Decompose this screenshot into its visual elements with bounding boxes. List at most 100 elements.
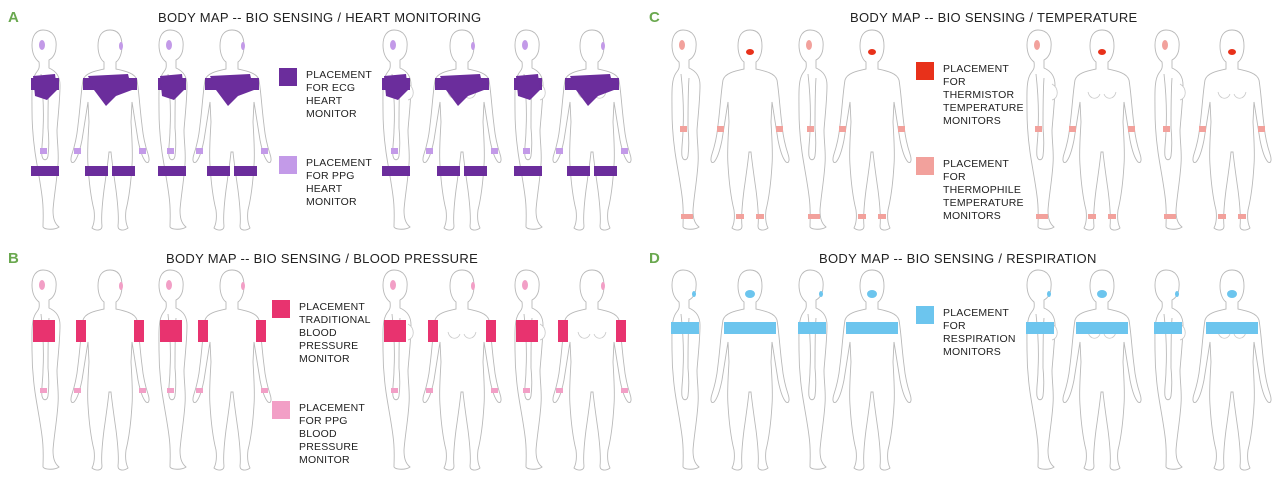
thermophile-ankle-left bbox=[736, 214, 744, 219]
bp-arm-cuff bbox=[160, 320, 182, 342]
body-figure-front bbox=[1193, 30, 1271, 230]
body-figure-side bbox=[158, 30, 187, 229]
ecg-thigh-band-left bbox=[85, 166, 108, 176]
thermophile-wrist-left bbox=[839, 126, 846, 132]
ecg-thigh-band bbox=[31, 166, 59, 176]
respiration-chest-band bbox=[671, 322, 699, 334]
thermophile-ankle-left bbox=[1088, 214, 1096, 219]
respiration-mouth-mark bbox=[867, 290, 877, 298]
ppg-ear-mark bbox=[39, 40, 45, 50]
bp-arm-cuff-left bbox=[76, 320, 86, 342]
body-silhouette bbox=[193, 270, 271, 470]
ppg-wrist-mark-left bbox=[74, 148, 81, 154]
body-figure-side bbox=[1154, 270, 1185, 469]
ppg-wrist-mark bbox=[391, 148, 398, 154]
body-figure-front bbox=[193, 270, 271, 470]
bp-ppg-wrist-mark bbox=[523, 388, 530, 393]
bp-arm-cuff-left bbox=[198, 320, 208, 342]
ppg-wrist-mark-left bbox=[556, 148, 563, 154]
body-figure-side bbox=[798, 270, 827, 469]
ecg-thigh-band-right bbox=[234, 166, 257, 176]
legend-text-thermistor: PLACEMENT FOR THERMISTOR TEMPERATURE MON… bbox=[943, 63, 1024, 128]
thermistor-mouth-mark bbox=[868, 49, 876, 55]
respiration-mouth-mark bbox=[745, 290, 755, 298]
thermophile-ankle-right bbox=[1108, 214, 1116, 219]
legend-text-ppg-heart: PLACEMENT FOR PPG HEART MONITOR bbox=[306, 157, 372, 209]
body-figure-front bbox=[71, 270, 149, 470]
legend-swatch-respiration bbox=[916, 306, 934, 324]
bp-ppg-ear-mark bbox=[166, 280, 172, 290]
ppg-wrist-mark-right bbox=[261, 148, 268, 154]
body-figure-side bbox=[31, 30, 60, 229]
ppg-wrist-mark-right bbox=[491, 148, 498, 154]
body-figure-front bbox=[71, 30, 149, 230]
body-silhouette bbox=[1063, 270, 1141, 470]
body-silhouette bbox=[423, 270, 501, 470]
body-figure-side bbox=[159, 270, 187, 469]
thermophile-ankle-mark bbox=[681, 214, 693, 219]
thermistor-mouth-mark bbox=[746, 49, 754, 55]
ecg-thigh-band-left bbox=[207, 166, 230, 176]
bp-ppg-ear-mark bbox=[39, 280, 45, 290]
bp-ppg-ear-mark bbox=[119, 282, 123, 290]
body-figure-front bbox=[711, 30, 789, 230]
bp-ppg-wrist-left bbox=[74, 388, 81, 393]
legend-swatch-thermophile bbox=[916, 157, 934, 175]
ppg-ear-mark bbox=[471, 42, 475, 50]
legend-swatch-bp-traditional bbox=[272, 300, 290, 318]
thermophile-ankle-mark bbox=[1036, 214, 1048, 219]
thermophile-wrist-left bbox=[1069, 126, 1076, 132]
ecg-thigh-band-left bbox=[567, 166, 590, 176]
legend-text-thermophile: PLACEMENT FOR THERMOPHILE TEMPERATURE MO… bbox=[943, 158, 1024, 223]
bp-ppg-ear-mark bbox=[390, 280, 396, 290]
legend-text-respiration: PLACEMENT FOR RESPIRATION MONITORS bbox=[943, 307, 1016, 359]
ppg-ear-mark bbox=[166, 40, 172, 50]
thermophile-wrist-left bbox=[717, 126, 724, 132]
legend-text-bp-traditional: PLACEMENT TRADITIONAL BLOOD PRESSURE MON… bbox=[299, 301, 371, 366]
ppg-wrist-mark bbox=[167, 148, 174, 154]
bp-arm-cuff bbox=[384, 320, 406, 342]
body-figure-side bbox=[1027, 30, 1057, 229]
body-figure-front bbox=[833, 30, 911, 230]
ppg-wrist-mark bbox=[40, 148, 47, 154]
respiration-mouth-mark bbox=[1227, 290, 1237, 298]
thermophile-ankle-left bbox=[1218, 214, 1226, 219]
bp-ppg-ear-mark bbox=[471, 282, 475, 290]
body-figure-front bbox=[1063, 270, 1141, 470]
body-figure-front bbox=[1193, 270, 1271, 470]
thermistor-mouth-mark bbox=[1098, 49, 1106, 55]
thermistor-mouth-mark bbox=[1228, 49, 1236, 55]
respiration-nose-mark bbox=[692, 291, 696, 297]
bp-arm-cuff-left bbox=[428, 320, 438, 342]
thermophile-ear-mark bbox=[806, 40, 812, 50]
body-silhouette bbox=[423, 30, 501, 230]
thermophile-wrist-right bbox=[1258, 126, 1265, 132]
body-silhouette bbox=[553, 30, 631, 230]
panel-a: A BODY MAP -- BIO SENSING / HEART MONITO… bbox=[0, 0, 640, 238]
ppg-ear-mark bbox=[390, 40, 396, 50]
body-figure-side bbox=[799, 30, 827, 229]
body-silhouette bbox=[1193, 270, 1271, 470]
bp-arm-cuff-right bbox=[134, 320, 144, 342]
thermophile-ear-mark bbox=[1034, 40, 1040, 50]
legend-swatch-bp-ppg bbox=[272, 401, 290, 419]
body-figure-side bbox=[382, 30, 413, 229]
body-figure-front bbox=[423, 270, 501, 470]
bp-arm-cuff-right bbox=[616, 320, 626, 342]
respiration-chest-band bbox=[1076, 322, 1128, 334]
bp-ppg-ear-mark bbox=[522, 280, 528, 290]
body-silhouette bbox=[553, 270, 631, 470]
bp-ppg-wrist-left bbox=[196, 388, 203, 393]
thermophile-ankle-left bbox=[858, 214, 866, 219]
bp-arm-cuff bbox=[33, 320, 55, 342]
body-figure-front bbox=[1063, 30, 1141, 230]
body-figure-side bbox=[32, 270, 60, 469]
body-silhouette bbox=[71, 270, 149, 470]
body-figure-front bbox=[423, 30, 501, 230]
body-figure-side bbox=[383, 270, 413, 469]
bp-arm-cuff bbox=[516, 320, 538, 342]
ppg-ear-mark bbox=[119, 42, 123, 50]
body-silhouette bbox=[193, 30, 271, 230]
ecg-thigh-band-right bbox=[464, 166, 487, 176]
legend-swatch-ecg bbox=[279, 68, 297, 86]
